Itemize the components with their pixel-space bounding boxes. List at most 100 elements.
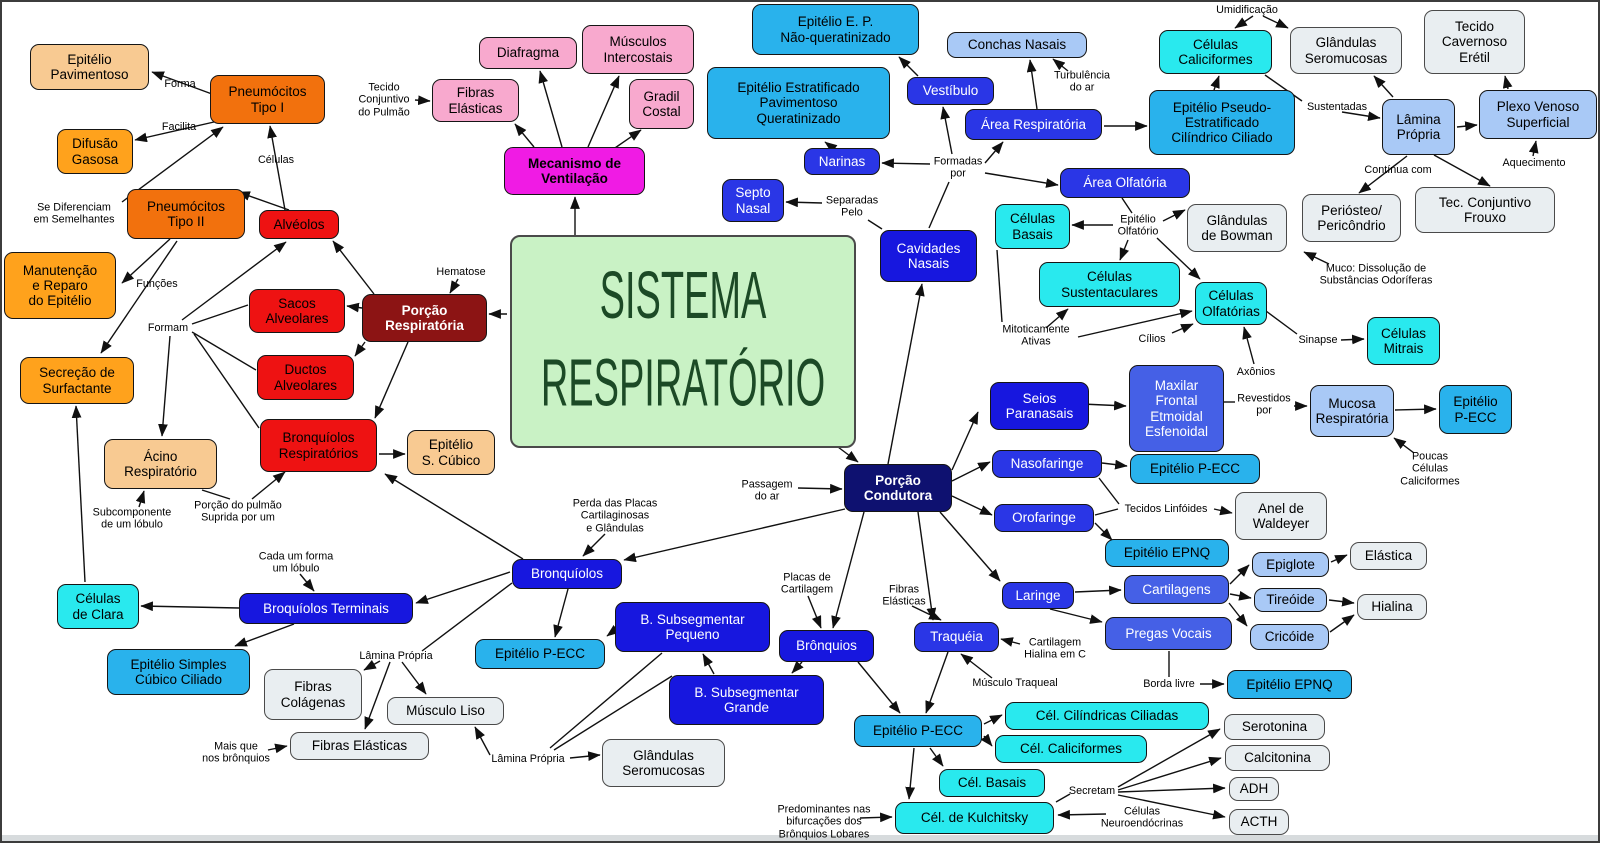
- edge-label: Se Diferenciam em Semelhantes: [33, 201, 115, 226]
- node-alveolos: Alvéolos: [259, 210, 339, 239]
- node-epitelio-p-ecc-mucosa: Epitélio P-ECC: [1439, 385, 1512, 434]
- node-musculo-liso: Músculo Liso: [387, 697, 504, 725]
- edge-label: Contínua com: [1364, 163, 1432, 176]
- edge-label: Funções: [136, 277, 178, 290]
- node-bronquiolos-respiratorios: Bronquíolos Respiratórios: [260, 419, 377, 472]
- node-celulas-olfatorias: Células Olfatórias: [1195, 282, 1267, 325]
- edge-label: Turbulência do ar: [1053, 69, 1111, 94]
- edge-label: Cada um forma um lóbulo: [258, 550, 334, 575]
- node-tec-conjuntivo-frouxo: Tec. Conjuntivo Frouxo: [1415, 187, 1555, 233]
- node-bronquiolos: Bronquíolos: [512, 559, 622, 589]
- node-mecanismo-ventilacao: Mecanismo de Ventilação: [504, 147, 645, 195]
- edge-label: Cartilagem Hialina em C: [1024, 636, 1086, 661]
- node-fibras-elasticas-superior: Fibras Elásticas: [432, 79, 519, 122]
- node-serotonina: Serotonina: [1224, 714, 1325, 740]
- edge-label: Umidificação: [1216, 3, 1278, 16]
- node-area-respiratoria: Área Respiratória: [965, 109, 1102, 140]
- edge-label: Axônios: [1236, 365, 1276, 378]
- node-narinas: Narinas: [804, 148, 880, 175]
- node-traqueia: Traquéia: [914, 622, 999, 652]
- node-epitelio-ep-nao-queratinizado: Epitélio E. P. Não-queratinizado: [752, 4, 919, 55]
- node-laringe: Laringe: [1002, 582, 1074, 609]
- node-difusao-gasosa: Difusão Gasosa: [57, 129, 133, 174]
- edge-label: Separadas Pelo: [825, 194, 879, 219]
- node-maxilar-frontal-etmoidal-esfenoidal: Maxilar Frontal Etmoidal Esfenoidal: [1129, 365, 1224, 452]
- node-septo-nasal: Septo Nasal: [722, 179, 784, 222]
- node-celulas-basais: Células Basais: [995, 204, 1070, 249]
- node-conchas-nasais: Conchas Nasais: [947, 32, 1087, 58]
- edge-label: Subcomponente de um lóbulo: [92, 506, 172, 531]
- bottom-border: [2, 835, 1598, 841]
- node-cavidades-nasais: Cavidades Nasais: [880, 230, 977, 282]
- node-celulas-de-clara: Células de Clara: [57, 584, 139, 629]
- edge-label: Células Neuroendócrinas: [1100, 805, 1184, 830]
- node-adh: ADH: [1229, 777, 1279, 801]
- node-anel-de-waldeyer: Anel de Waldeyer: [1235, 492, 1327, 540]
- edge-label: Porção do pulmão Suprida por um: [194, 499, 282, 524]
- node-seios-paranasais: Seios Paranasais: [990, 382, 1089, 430]
- node-epitelio-pavimentoso: Epitélio Pavimentoso: [30, 44, 149, 90]
- node-pneumocitos-tipo-2: Pneumócitos Tipo II: [127, 189, 245, 239]
- edge-label: Aquecimento: [1502, 156, 1566, 169]
- node-tireoide: Tireóide: [1254, 588, 1327, 612]
- node-fibras-elasticas-inferior: Fibras Elásticas: [290, 732, 429, 760]
- node-acth: ACTH: [1229, 809, 1289, 835]
- edge-label: Mais que nos brônquios: [202, 740, 270, 765]
- edge-label: Formadas por: [933, 155, 983, 180]
- node-manutencao-reparo: Manutenção e Reparo do Epitélio: [4, 252, 116, 319]
- edge-label: Borda livre: [1143, 677, 1195, 690]
- node-fibras-colagenas: Fibras Colágenas: [264, 669, 362, 720]
- edge-label: Cílios: [1138, 332, 1166, 345]
- node-porcao-respiratoria: Porção Respiratória: [362, 294, 487, 342]
- node-celulas-caliciformes: Células Caliciformes: [1159, 30, 1272, 74]
- node-epitelio-epnq-pregas: Epitélio EPNQ: [1227, 670, 1352, 699]
- node-nasofaringe: Nasofaringe: [992, 450, 1102, 478]
- edge-label: Músculo Traqueal: [972, 676, 1058, 689]
- node-epitelio-p-ecc-nasofaringe: Epitélio P-ECC: [1130, 454, 1260, 484]
- edge-label: Células: [257, 153, 295, 166]
- edge-label: Muco: Dissolução de Substâncias Odorífer…: [1319, 262, 1433, 287]
- node-periosteo-pericondrio: Periósteo/ Pericôndrio: [1302, 194, 1401, 242]
- edge-label: Tecido Conjuntivo do Pulmão: [358, 81, 410, 119]
- node-epitelio-s-cubico: Epitélio S. Cúbico: [407, 430, 495, 475]
- node-epitelio-estratificado-pavimentoso-queratinizado: Epitélio Estratificado Pavimentoso Quera…: [707, 67, 890, 139]
- node-glandulas-seromucosas-superior: Glândulas Seromucosas: [1290, 27, 1402, 74]
- node-plexo-venoso-superficial: Plexo Venoso Superficial: [1479, 90, 1597, 139]
- edge-label: Sinapse: [1298, 333, 1338, 346]
- node-epitelio-pseudo-estratificado: Epitélio Pseudo- Estratificado Cilíndric…: [1149, 90, 1295, 155]
- edge-label: Poucas Células Caliciformes: [1400, 450, 1460, 488]
- node-epitelio-epnq-orofaringe: Epitélio EPNQ: [1105, 539, 1229, 567]
- edge-label: Mitoticamente Ativas: [1002, 323, 1070, 348]
- node-bronquios: Brônquios: [779, 630, 874, 662]
- node-gradil-costal: Gradil Costal: [629, 79, 694, 129]
- node-secrecao-surfactante: Secreção de Surfactante: [20, 357, 134, 404]
- node-b-subsegmentar-grande: B. Subsegmentar Grande: [669, 675, 824, 725]
- node-epitelio-simples-cubico-ciliado: Epitélio Simples Cúbico Ciliado: [107, 649, 250, 695]
- node-cel-de-kulchitsky: Cél. de Kulchitsky: [895, 802, 1054, 834]
- node-calcitonina: Calcitonina: [1225, 745, 1330, 771]
- edge-label: Passagem do ar: [741, 478, 793, 503]
- node-celulas-sustentaculares: Células Sustentaculares: [1039, 262, 1180, 307]
- edge-label: Epitélio Olfatório: [1117, 213, 1159, 238]
- node-celulas-mitrais: Células Mitrais: [1367, 317, 1440, 365]
- node-epiglote: Epiglote: [1252, 552, 1329, 577]
- edge-label: Lâmina Própria: [359, 649, 433, 662]
- map-title: Sistema Respiratório: [540, 260, 826, 422]
- node-cel-caliciformes: Cél. Caliciformes: [995, 735, 1147, 763]
- edge-label: Facilita: [161, 120, 197, 133]
- edge-label: Revestidos por: [1237, 392, 1291, 417]
- node-cricoide: Cricóide: [1250, 624, 1329, 650]
- edge-label: Forma: [164, 77, 196, 90]
- node-broquiolos-terminais: Broquíolos Terminais: [239, 593, 413, 624]
- node-diafragma: Diafragma: [479, 37, 577, 69]
- edge-label: Hematose: [436, 265, 486, 278]
- node-acino-respiratorio: Ácino Respiratório: [104, 439, 217, 489]
- node-musculos-intercostais: Músculos Intercostais: [582, 25, 694, 74]
- edge-label: Placas de Cartilagem: [780, 571, 834, 596]
- node-porcao-condutora: Porção Condutora: [844, 464, 952, 512]
- node-epitelio-p-ecc-bronquiolos: Epitélio P-ECC: [475, 639, 605, 669]
- edge-label: Tecidos Linfóides: [1124, 502, 1208, 515]
- node-epitelio-p-ecc-traqueia: Epitélio P-ECC: [854, 715, 982, 747]
